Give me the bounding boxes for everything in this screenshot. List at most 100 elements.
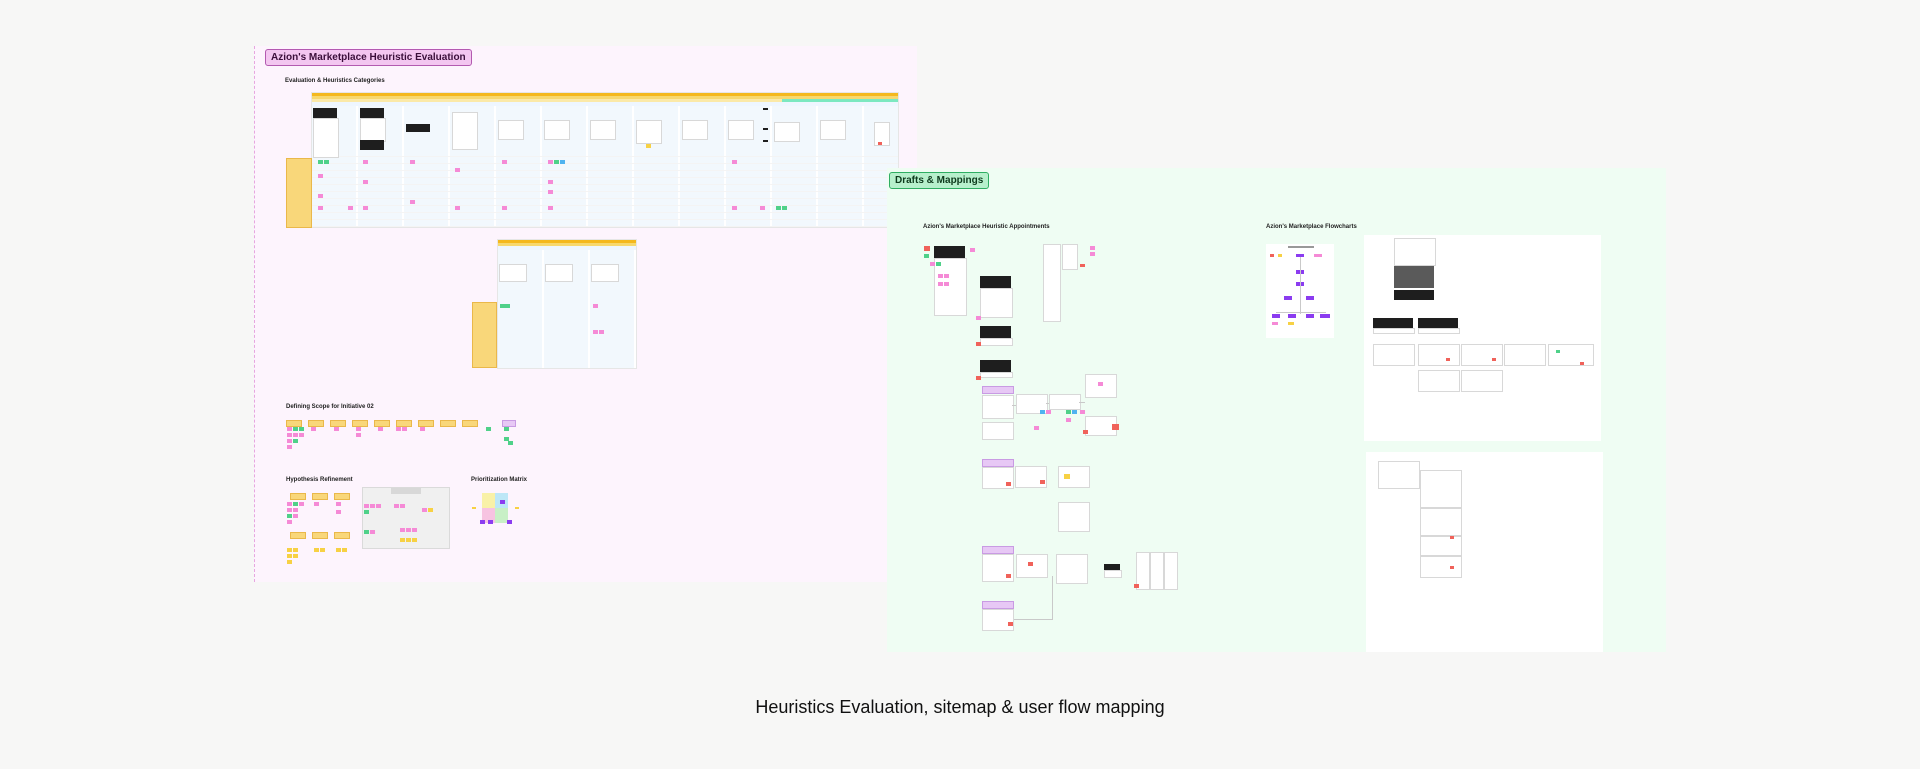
screen-thumbnail[interactable] [1420, 556, 1462, 578]
sticky-note[interactable] [1556, 350, 1560, 353]
heuristic-evaluation-board-label[interactable]: Azion's Marketplace Heuristic Evaluation [265, 49, 472, 66]
sticky-note[interactable] [324, 160, 329, 164]
sticky-note[interactable] [488, 520, 493, 524]
sticky-note[interactable] [505, 304, 510, 308]
sticky-note[interactable] [318, 206, 323, 210]
sticky-note[interactable] [293, 433, 298, 437]
screen-thumbnail[interactable] [499, 264, 527, 282]
sticky-note[interactable] [400, 504, 405, 508]
screen-thumbnail[interactable] [1418, 318, 1458, 328]
screen-thumbnail[interactable] [545, 264, 573, 282]
sticky-note[interactable] [422, 508, 427, 512]
sticky-note[interactable] [548, 180, 553, 184]
sticky-note[interactable] [293, 502, 298, 506]
sticky-note[interactable] [1040, 410, 1045, 414]
sticky-note[interactable] [428, 508, 433, 512]
sticky-note[interactable] [508, 441, 513, 445]
screen-thumbnail[interactable] [934, 258, 967, 316]
screen-thumbnail[interactable] [980, 326, 1011, 338]
sticky-note[interactable] [342, 548, 347, 552]
sticky-note[interactable] [1028, 562, 1033, 566]
sticky-note[interactable] [299, 427, 304, 431]
sticky-note[interactable] [938, 274, 943, 278]
screen-thumbnail[interactable] [1373, 344, 1415, 366]
screen-thumbnail[interactable] [452, 112, 478, 150]
sticky-note[interactable] [299, 502, 304, 506]
sticky-note[interactable] [504, 427, 509, 431]
sticky-note[interactable] [1046, 410, 1051, 414]
screen-thumbnail[interactable] [313, 118, 339, 158]
screen-thumbnail[interactable] [1150, 552, 1164, 590]
screen-thumbnail[interactable] [980, 276, 1011, 288]
sticky-note[interactable] [287, 445, 292, 449]
sticky-note[interactable] [378, 427, 383, 431]
sticky-note[interactable] [1492, 358, 1496, 361]
sticky-note[interactable] [732, 160, 737, 164]
sticky-note[interactable] [318, 174, 323, 178]
sticky-note[interactable] [1580, 362, 1584, 365]
sticky-note[interactable] [486, 427, 491, 431]
sticky-note[interactable] [944, 274, 949, 278]
screen-thumbnail[interactable] [1136, 552, 1150, 590]
sticky-note[interactable] [406, 528, 411, 532]
sticky-note[interactable] [311, 427, 316, 431]
sticky-note[interactable] [318, 194, 323, 198]
screen-thumbnail[interactable] [1394, 266, 1434, 288]
sticky-note[interactable] [287, 433, 292, 437]
sticky-note[interactable] [1066, 418, 1071, 422]
sticky-note[interactable] [938, 282, 943, 286]
sticky-note[interactable] [410, 200, 415, 204]
sticky-note[interactable] [287, 560, 292, 564]
screen-thumbnail[interactable] [820, 120, 846, 140]
screen-thumbnail[interactable] [982, 422, 1014, 440]
sticky-note[interactable] [1080, 264, 1085, 267]
sticky-note[interactable] [500, 304, 505, 308]
sticky-note[interactable] [1083, 430, 1088, 434]
screen-thumbnail[interactable] [360, 108, 384, 118]
screen-thumbnail[interactable] [980, 360, 1011, 372]
sticky-note[interactable] [1072, 410, 1077, 414]
sticky-note[interactable] [593, 330, 598, 334]
sticky-note[interactable] [782, 206, 787, 210]
sticky-note[interactable] [976, 342, 981, 346]
sticky-note[interactable] [1098, 382, 1103, 386]
sticky-note[interactable] [480, 520, 485, 524]
sticky-note[interactable] [293, 427, 298, 431]
sticky-note[interactable] [314, 502, 319, 506]
screen-thumbnail[interactable] [313, 108, 337, 118]
sticky-note[interactable] [548, 160, 553, 164]
screen-thumbnail[interactable] [1015, 466, 1047, 488]
screen-thumbnail[interactable] [498, 120, 524, 140]
screen-thumbnail[interactable] [1418, 328, 1460, 334]
sticky-note[interactable] [364, 510, 369, 514]
sticky-note[interactable] [287, 554, 292, 558]
sticky-note[interactable] [287, 514, 292, 518]
sticky-note[interactable] [970, 248, 975, 252]
sticky-note[interactable] [976, 376, 981, 380]
sticky-note[interactable] [548, 206, 553, 210]
screen-thumbnail[interactable] [982, 395, 1014, 419]
screen-thumbnail[interactable] [1104, 570, 1122, 578]
screen-thumbnail[interactable] [1056, 554, 1088, 584]
sticky-note[interactable] [760, 206, 765, 210]
sticky-note[interactable] [1040, 480, 1045, 484]
sticky-note[interactable] [356, 427, 361, 431]
screen-thumbnail[interactable] [1420, 536, 1462, 556]
sticky-note[interactable] [334, 427, 339, 431]
sticky-note[interactable] [318, 160, 323, 164]
screen-thumbnail[interactable] [1461, 344, 1503, 366]
sticky-note[interactable] [1134, 584, 1139, 588]
screen-thumbnail[interactable] [1016, 394, 1048, 414]
screen-thumbnail[interactable] [1504, 344, 1546, 366]
sticky-note[interactable] [420, 427, 425, 431]
screen-thumbnail[interactable] [980, 372, 1013, 378]
sticky-note[interactable] [599, 330, 604, 334]
sticky-note[interactable] [363, 206, 368, 210]
sticky-note[interactable] [1080, 410, 1085, 414]
sticky-note[interactable] [1446, 358, 1450, 361]
sticky-note[interactable] [364, 530, 369, 534]
sticky-note[interactable] [936, 262, 941, 266]
sticky-note[interactable] [287, 548, 292, 552]
sticky-note[interactable] [1090, 252, 1095, 256]
sticky-note[interactable] [293, 439, 298, 443]
